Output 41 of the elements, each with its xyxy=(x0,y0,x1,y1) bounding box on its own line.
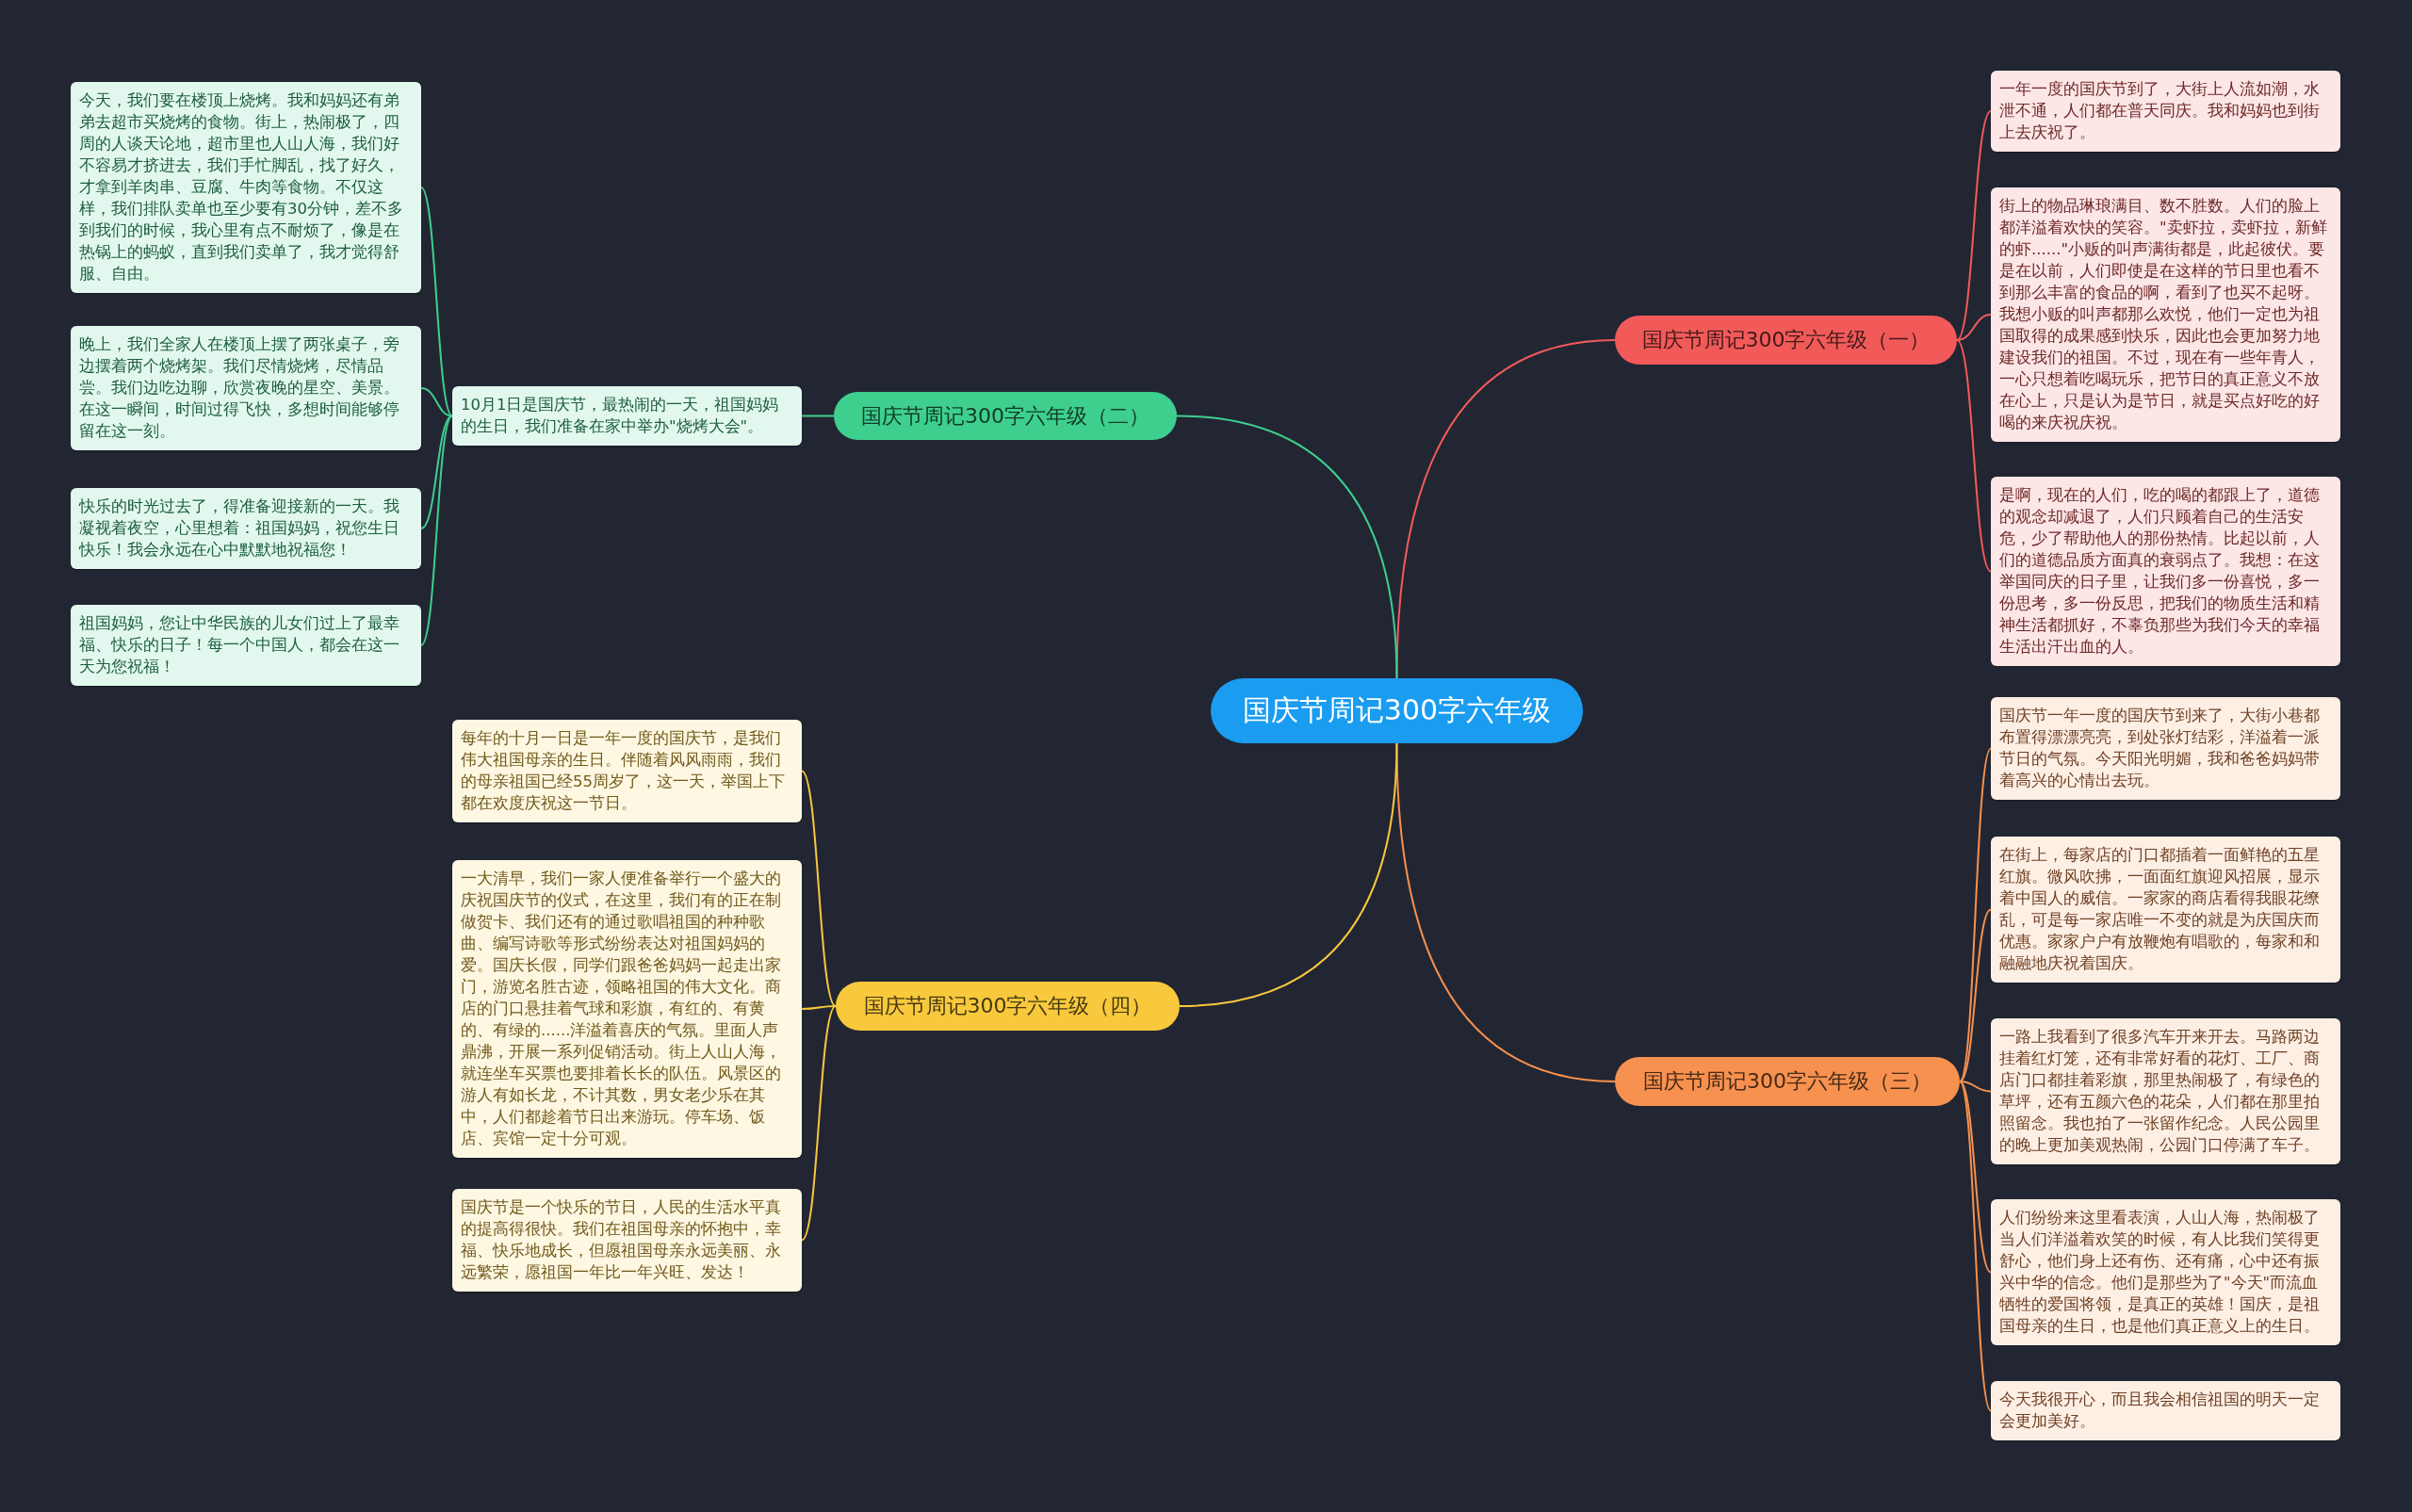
branch-topic: 国庆节周记300字六年级（四） xyxy=(836,982,1180,1031)
text-card: 一年一度的国庆节到了，大街上人流如潮，水泄不通，人们都在普天同庆。我和妈妈也到街上去庆祝了。 xyxy=(1991,71,2340,152)
connector-line xyxy=(801,1005,837,1242)
text-card: 是啊，现在的人们，吃的喝的都跟上了，道德的观念却减退了，人们只顾着自己的生活安危，少了帮助他人的那份热情。比起以前，人们的道德品质方面真的衰弱点了。我想：在这举国同庆的日子里，让我们多一份喜悦，多一份思考，多一份反思，把我们的物质生活和精神生活都抓好，不辜负那些为我们今天的幸福生活出汗出血的人。 xyxy=(1991,477,2340,666)
connector-line xyxy=(1395,339,1616,679)
connector-line xyxy=(1956,339,1992,573)
connector-line xyxy=(1176,415,1398,679)
branch-topic: 国庆节周记300字六年级（三） xyxy=(1615,1057,1960,1106)
text-card: 街上的物品琳琅满目、数不胜数。人们的脸上都洋溢着欢快的笑容。"卖虾拉，卖虾拉，新鲜的虾......"小贩的叫声满街都是，此起彼伏。要是在以前，人们即使是在这样的节日里也看不到那么丰富的食品的啊，看到了也买不起呀。我想小贩的叫声都那么欢悦，他们一定也为祖国取得的成果感到快乐，因此也会更加努力地建设我们的祖国。不过，现在有一些年青人，一心只想着吃喝玩乐，把节日的真正意义不放在心上，只是认为是节日，就是买点好吃的好喝的来庆祝庆祝。 xyxy=(1991,187,2340,442)
text-card: 一大清早，我们一家人便准备举行一个盛大的庆祝国庆节的仪式，在这里，我们有的正在制做贺卡、我们还有的通过歌唱祖国的种种歌曲、编写诗歌等形式纷纷表达对祖国妈妈的爱。国庆长假，同学们跟爸爸妈妈一起走出家门，游览名胜古迹，领略祖国的伟大文化。商店的门口悬挂着气球和彩旗，有红的、有黄的、有绿的......洋溢着喜庆的气氛。里面人声鼎沸，开展一系列促销活动。街上人山人海，就连坐车买票也要排着长长的队伍。风景区的游人有如长龙，不计其数，男女老少乐在其中，人们都趁着节日出来游玩。停车场、饭店、宾馆一定十分可观。 xyxy=(452,860,802,1158)
connector-line xyxy=(1179,742,1398,1007)
text-card: 人们纷纷来这里看表演，人山人海，热闹极了当人们洋溢着欢笑的时候，有人比我们笑得更舒心，他们身上还有伤、还有痛，心中还有振兴中华的信念。他们是那些为了"今天"而流血牺牲的爱国将领，是真正的英雄！国庆，是祖国母亲的生日，也是他们真正意义上的生日。 xyxy=(1991,1199,2340,1345)
connector-line xyxy=(1956,110,1992,341)
text-card: 国庆节一年一度的国庆节到来了，大街小巷都布置得漂漂亮亮，到处张灯结彩，洋溢着一派节日的气氛。今天阳光明媚，我和爸爸妈妈带着高兴的心情出去玩。 xyxy=(1991,697,2340,800)
connector-line xyxy=(420,387,453,417)
connector-line xyxy=(801,1005,837,1010)
text-card: 快乐的时光过去了，得准备迎接新的一天。我凝视着夜空，心里想着：祖国妈妈，祝您生日快乐！我会永远在心中默默地祝福您！ xyxy=(71,488,421,569)
text-card: 祖国妈妈，您让中华民族的儿女们过上了最幸福、快乐的日子！每一个中国人，都会在这一天为您祝福！ xyxy=(71,605,421,686)
connector-line xyxy=(420,187,453,417)
text-card: 今天我很开心，而且我会相信祖国的明天一定会更加美好。 xyxy=(1991,1381,2340,1440)
connector-line xyxy=(420,415,453,646)
connector-line xyxy=(1959,1081,1992,1274)
text-card: 晚上，我们全家人在楼顶上摆了两张桌子，旁边摆着两个烧烤架。我们尽情烧烤，尽情品尝。我们边吃边聊，欣赏夜晚的星空、美景。在这一瞬间，时间过得飞快，多想时间能够停留在这一刻。 xyxy=(71,326,421,450)
text-card: 10月1日是国庆节，最热闹的一天，祖国妈妈的生日，我们准备在家中举办"烧烤大会"。 xyxy=(452,386,802,446)
connector-line xyxy=(420,415,453,529)
text-card: 一路上我看到了很多汽车开来开去。马路两边挂着红灯笼，还有非常好看的花灯、工厂、商店门口都挂着彩旗，那里热闹极了，有绿色的草坪，还有五颜六色的花朵，人们都在那里拍照留念。我也拍了一张留作纪念。人民公园里的晚上更加美观热闹，公园门口停满了车子。 xyxy=(1991,1018,2340,1164)
connector-line xyxy=(1959,747,1992,1082)
connector-line xyxy=(1959,908,1992,1082)
connector-line xyxy=(1959,1081,1992,1412)
text-card: 今天，我们要在楼顶上烧烤。我和妈妈还有弟弟去超市买烧烤的食物。街上，热闹极了，四周的人谈天论地，超市里也人山人海，我们好不容易才挤进去，我们手忙脚乱，找了好久，才拿到羊肉串、豆腐、牛肉等食物。不仅这样，我们排队卖单也至少要有30分钟，差不多到我们的时候，我心里有点不耐烦了，像是在热锅上的蚂蚁，直到我们卖单了，我才觉得舒服、自由。 xyxy=(71,82,421,293)
branch-topic: 国庆节周记300字六年级（一） xyxy=(1615,316,1957,365)
branch-topic: 国庆节周记300字六年级（二） xyxy=(834,392,1177,440)
text-card: 在街上，每家店的门口都插着一面鲜艳的五星红旗。微风吹拂，一面面红旗迎风招展，显示着中国人的威信。一家家的商店看得我眼花缭乱，可是每一家店唯一不变的就是为庆国庆而优惠。家家户户有放鞭炮有唱歌的，每家和和融融地庆祝着国庆。 xyxy=(1991,837,2340,983)
connector-line xyxy=(801,415,835,417)
connector-line xyxy=(1956,314,1992,341)
central-topic: 国庆节周记300字六年级 xyxy=(1211,678,1583,743)
text-card: 每年的十月一日是一年一度的国庆节，是我们伟大祖国母亲的生日。伴随着风风雨雨，我们的母亲祖国已经55周岁了，这一天，举国上下都在欢度庆祝这一节日。 xyxy=(452,720,802,822)
connector-line xyxy=(1959,1081,1992,1093)
connector-line xyxy=(801,770,837,1007)
text-card: 国庆节是一个快乐的节日，人民的生活水平真的提高得很快。我们在祖国母亲的怀抱中，幸福、快乐地成长，但愿祖国母亲永远美丽、永远繁荣，愿祖国一年比一年兴旺、发达！ xyxy=(452,1189,802,1292)
connector-line xyxy=(1395,742,1616,1082)
